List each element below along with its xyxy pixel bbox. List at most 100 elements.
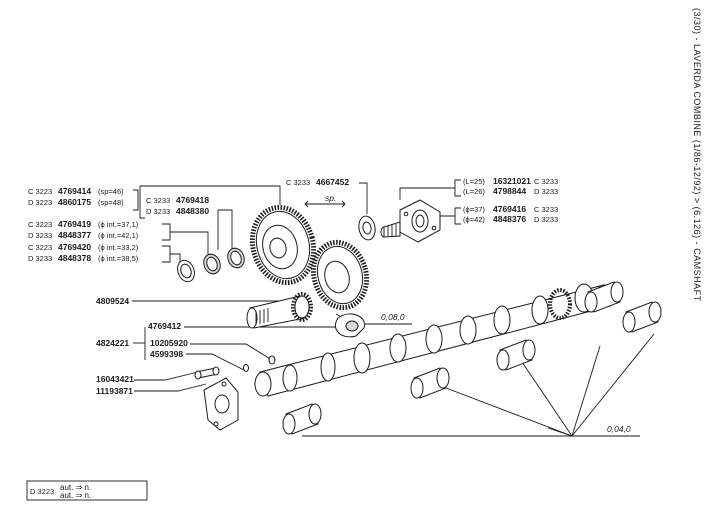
label-code: D 3233 [534,215,558,224]
cam-lobe [320,352,336,382]
bracket-line [133,189,139,211]
label-bushing-group: C 3223 4769419 (ϕ int.=37,1) D 3233 4848… [28,219,139,263]
cam-lobe [459,315,477,345]
cam-lobe [425,324,443,354]
leader-line [571,333,655,437]
footer-line-2: aut. ⇒ n. [60,491,91,500]
cam-lobe [353,342,371,374]
thrust-washer [358,215,376,241]
label-note: (sp=46) [98,187,124,196]
camshaft-bushing [410,367,450,399]
label-right-group-2: (ϕ=37) 4769416 C 3233 (ϕ=42) 4848376 D 3… [463,204,558,224]
camshaft-bushing [496,339,536,371]
label-code: C 3223 [28,243,52,252]
bushing-ring-small [177,259,195,283]
label-note: (ϕ int.=38,5) [98,254,139,263]
label-note: (ϕ int.=42,1) [98,231,139,240]
label-part-number: 4769418 [176,195,209,205]
large-gear [249,204,317,286]
leader-line [547,427,573,437]
label-4824221: 4824221 [96,338,129,348]
camshaft-bushing [584,281,624,313]
leader-line [399,187,455,200]
label-code: D 3233 [146,207,170,216]
bracket-line [162,223,171,241]
label-code: D 3223 [28,198,52,207]
label-code: C 3223 [28,220,52,229]
leader-line [521,361,573,437]
bracket-line [162,245,171,263]
camshaft-bushing [622,301,662,333]
footer-box: D 3223 aut. ⇒ n. aut. ⇒ n. [26,480,148,501]
bracket-line [139,186,145,219]
label-top-center: C 3233 4667452 [286,177,349,187]
cam-lobe [282,364,298,392]
bracket-line [454,179,461,197]
leader-line [186,353,245,371]
label-code: C 3233 [146,196,170,205]
label-4769412: 4769412 [148,321,181,331]
label-code: D 3233 [28,254,52,263]
label-part-number: 4769414 [58,186,91,196]
arrow-head [304,200,309,208]
label-note: (sp=48) [98,198,124,207]
clearance-label-lower: 0,04,0 [607,424,631,434]
label-note: (ϕ int.=33,2) [98,243,139,252]
label-part-number: 4798844 [493,186,526,196]
flange-bolt [380,221,401,238]
label-10205920: 10205920 [150,338,188,348]
label-part-number: 4848376 [493,214,526,224]
label-part-number: 4769420 [58,242,91,252]
cam-lobe [493,305,511,335]
label-4599398: 4599398 [150,349,183,359]
footer-code: D 3223 [30,487,54,496]
sp-label: sp. [325,193,336,203]
arrow-head [341,200,346,208]
label-gear-group-1: C 3223 4769414 (sp=46) D 3223 4860175 (s… [28,186,124,207]
leader-line [190,343,273,361]
leader-line [170,231,209,258]
side-title: (3/30) - LAVERDA COMBINE (1/86-12/92) > … [692,8,702,302]
leader-line [140,185,281,205]
leader-line [134,371,199,381]
camshaft-bushing [282,403,322,435]
cam-lobe [389,333,407,363]
clearance-label-upper: 0,08,0 [381,312,405,322]
label-note: (L=26) [463,187,485,196]
label-part-number: 4848377 [58,230,91,240]
cam-lever [334,313,366,338]
footer-line-1: aut. ⇒ n. [60,483,91,492]
label-part-number: 4848378 [58,253,91,263]
label-note: (L=25) [463,177,485,186]
pinion-shaft [246,292,313,329]
cover-bolt [194,366,220,380]
label-note: (ϕ=42) [463,215,485,224]
label-11193871: 11193871 [96,386,133,396]
label-part-number: 4860175 [58,197,91,207]
label-code: D 3233 [534,187,558,196]
leader-line [218,209,233,250]
label-note: (ϕ=37) [463,205,485,214]
label-code: C 3233 [534,205,558,214]
leader-line [134,383,207,392]
locating-pin [243,355,276,372]
cam-lobe [531,295,549,325]
label-part-number: 4848380 [176,206,209,216]
label-note: (ϕ int.=37,1) [98,220,139,229]
label-part-number: 4769416 [493,204,526,214]
label-part-number: 4667452 [316,177,349,187]
label-code: C 3223 [28,187,52,196]
cover-plate [203,377,239,431]
label-code: C 3233 [534,177,558,186]
bushing-pair [203,247,245,275]
label-part-number: 4769419 [58,219,91,229]
leader-line [445,387,573,437]
label-16043421: 16043421 [96,374,134,384]
bearing-flange [399,199,441,243]
label-part-number: 16321021 [493,176,531,186]
label-code: C 3233 [286,178,310,187]
label-4809524: 4809524 [96,296,129,306]
label-code: D 3233 [28,231,52,240]
label-right-group-1: (L=25) 16321021 C 3233 (L=26) 4798844 D … [463,176,558,196]
